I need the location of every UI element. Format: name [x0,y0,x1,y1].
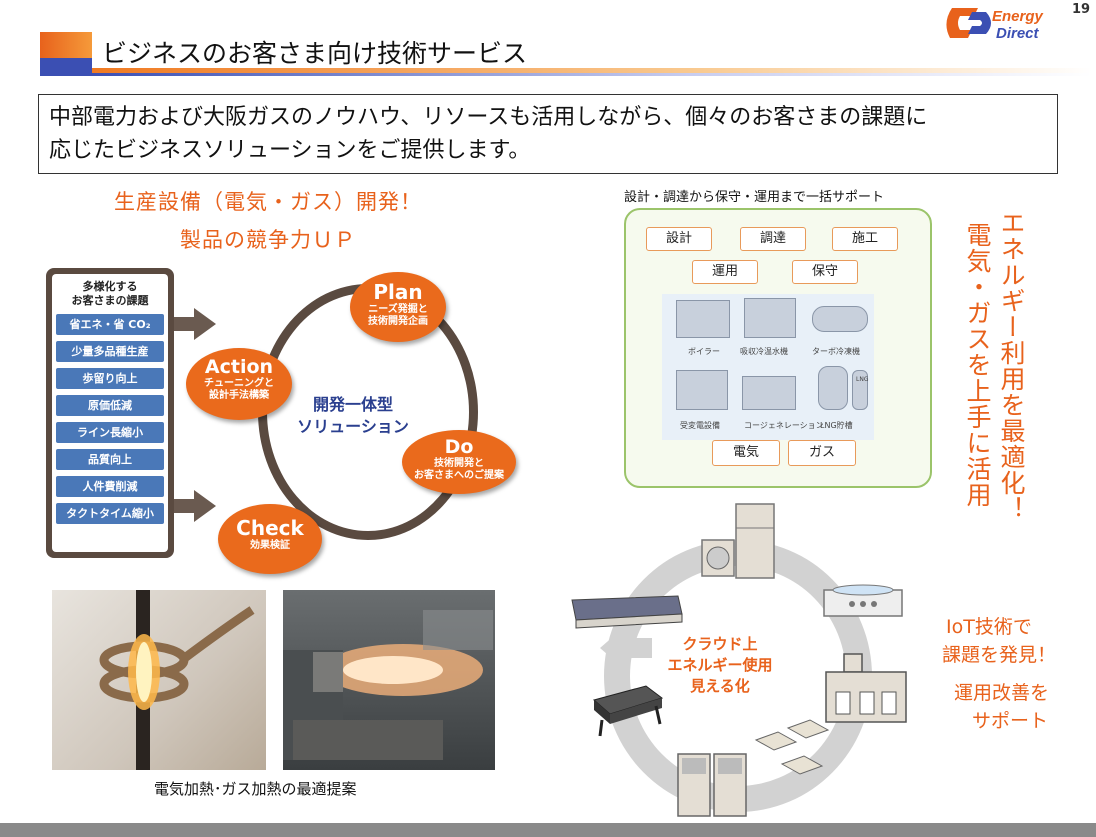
electric-heating-photo [52,590,266,770]
challenge-item: 原価低減 [56,395,164,416]
air-conditioner-unit-icon [701,503,775,579]
vertical-heading-utilize: 電気・ガスを上手に活用 [963,222,992,508]
service-procurement: 調達 [740,227,806,251]
service-construction: 施工 [832,227,898,251]
service-design: 設計 [646,227,712,251]
energy-direct-logo: Energy Direct [946,8,1044,42]
equipment-label: コージェネレーション [744,421,824,430]
lng-tank-small-icon [852,370,868,410]
page-number: 19 [1072,2,1091,17]
pdca-plan-sub-1: ニーズ発掘と [368,304,428,315]
challenge-item: 省エネ・省 CO₂ [56,314,164,335]
challenge-panel: 多様化する お客さまの課題 省エネ・省 CO₂ 少量多品種生産 歩留り向上 原価… [46,268,174,558]
arrow-stem-lower [174,499,196,513]
challenge-title: 多様化する お客さまの課題 [56,280,164,308]
title-bar: ビジネスのお客さま向け技術サービス [40,26,1096,82]
iot-text-line-4: サポート [972,710,1049,732]
challenge-title-line-1: 多様化する [82,280,138,293]
challenge-item: タクトタイム縮小 [56,503,164,524]
pdca-do-label: Do [444,436,474,458]
equipment-label: ボイラー [688,347,720,356]
absorption-chiller-icon [744,298,796,338]
title-rule-secondary [92,73,1092,76]
pdca-plan-sub-2: 技術開発企画 [368,316,428,327]
iot-text-line-3: 運用改善を [954,682,1050,704]
substation-icon [676,370,728,410]
chiller-row-icon [571,595,683,629]
lng-tag: LNG [856,376,869,383]
arrow-stem-upper [174,317,196,331]
pdca-action-sub-1: チューニングと [204,378,274,389]
challenge-list: 多様化する お客さまの課題 省エネ・省 CO₂ 少量多品種生産 歩留り向上 原価… [52,274,168,552]
outdoor-unit-icon [677,753,747,817]
challenge-item: 人件費削減 [56,476,164,497]
pdca-action-bubble: Action チューニングと 設計手法構築 [186,348,292,420]
boiler-icon [676,300,730,338]
challenge-item: 歩留り向上 [56,368,164,389]
cloud-visualization-text: クラウド上 エネルギー使用 見える化 [640,634,800,697]
pdca-check-sub: 効果検証 [250,540,290,551]
energy-gas: ガス [788,440,856,466]
cloud-text-line-3: 見える化 [690,677,750,695]
title-accent-blue [40,58,92,76]
pdca-action-label: Action [204,356,274,378]
pdca-check-label: Check [236,516,304,540]
pdca-center-line-2: ソリューション [297,417,409,436]
pdca-plan-bubble: Plan ニーズ発掘と 技術開発企画 [350,272,446,342]
page-title: ビジネスのお客さま向け技術サービス [102,39,528,68]
intro-box: 中部電力および大阪ガスのノウハウ、リソースも活用しながら、個々のお客さまの課題に… [38,94,1058,174]
title-accent-orange [40,32,92,58]
pdca-center-text: 開発一体型 ソリューション [278,394,428,438]
arrow-right-icon [194,490,216,522]
left-heading-2: 製品の競争力ＵＰ [180,228,356,252]
equipment-label: 受変電設備 [680,421,720,430]
pdca-action-sub-2: 設計手法構築 [209,390,269,401]
factory-building-icon [825,653,907,723]
challenge-item: 品質向上 [56,449,164,470]
pdca-do-sub-2: お客さまへのご提案 [414,470,504,481]
turbo-chiller-icon [812,306,868,332]
title-rule [92,68,1092,73]
service-operation: 運用 [692,260,758,284]
equipment-label: ターボ冷凍機 [812,347,860,356]
challenge-item: ライン長縮小 [56,422,164,443]
gas-heating-photo [283,590,495,770]
equipment-label: 吸収冷温水機 [740,347,788,356]
challenge-item: 少量多品種生産 [56,341,164,362]
logo-text-energy: Energy [992,8,1044,25]
footer-bar [0,823,1096,837]
cycle-arrow-icon [600,622,652,670]
cogeneration-icon [742,376,796,410]
challenge-title-line-2: お客さまの課題 [71,294,149,307]
controller-device-icon [823,584,903,617]
heating-caption: 電気加熱･ガス加熱の最適提案 [154,780,357,798]
energy-electricity: 電気 [712,440,780,466]
pdca-check-bubble: Check 効果検証 [218,504,322,574]
equipment-label: LNG貯槽 [820,421,853,430]
vertical-heading-optimize: エネルギー利用を最適化！ [997,210,1026,522]
pdca-do-bubble: Do 技術開発と お客さまへのご提案 [402,430,516,494]
arrow-right-icon [194,308,216,340]
pdca-plan-label: Plan [373,280,423,304]
service-maintenance: 保守 [792,260,858,284]
intro-line-1: 中部電力および大阪ガスのノウハウ、リソースも活用しながら、個々のお客さまの課題に [49,105,928,130]
pdca-center-line-1: 開発一体型 [312,395,393,414]
iot-text-line-2: 課題を発見！ [942,644,1057,666]
pdca-do-sub-1: 技術開発と [434,458,484,469]
iot-text-line-1: IoT技術で [946,616,1032,638]
logo-text-direct: Direct [996,25,1040,42]
iot-gateway-device-icon [592,685,664,737]
lng-tank-icon [818,366,848,410]
left-heading-1: 生産設備（電気・ガス）開発！ [114,190,422,214]
support-label: 設計・調達から保守・運用まで一括サポート [624,190,885,205]
cloud-text-line-1: クラウド上 [682,635,758,653]
cloud-text-line-2: エネルギー使用 [667,656,773,674]
intro-line-2: 応じたビジネスソリューションをご提供します。 [49,138,531,163]
ceiling-cassette-units-icon [754,719,830,775]
